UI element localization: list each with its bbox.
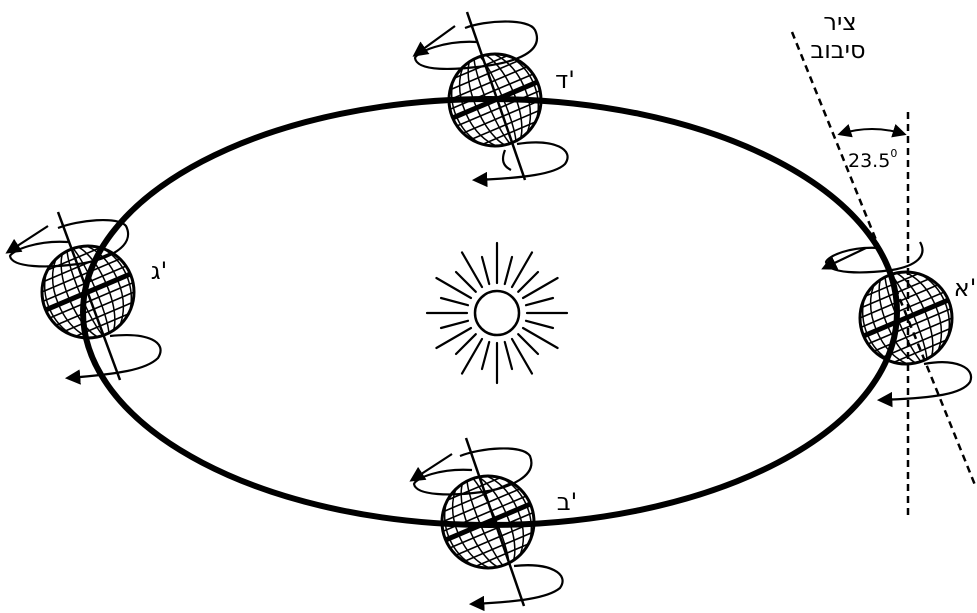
position-label-g: ג' [151,257,168,285]
sun-icon [427,243,567,383]
sun-ray [441,321,468,328]
sun-ray [441,298,468,305]
sun-ray [482,257,489,284]
sun-ray [526,298,553,305]
angle-value-label: 23.50 [848,147,897,172]
sun-ray [505,257,512,284]
axis-label-line2: סיבוב [810,36,865,64]
position-label-a: א' [954,274,977,302]
rotation-axis-line [792,32,975,485]
angle-arc [840,129,904,134]
position-label-d: ד' [555,66,575,94]
axis-label-line1: ציר [823,8,856,36]
degree-mark: 0 [890,147,897,160]
sun-ray [456,272,476,292]
sun-ray [526,321,553,328]
earth-position-a [824,242,977,400]
earth-position-d [415,12,570,180]
angle-value: 23.5 [848,150,890,172]
sun-ray [456,334,476,354]
sun-ray [505,342,512,369]
sun-ray [518,334,538,354]
sun-ray [518,272,538,292]
position-label-b: ב' [557,488,577,516]
sun-ray [482,342,489,369]
